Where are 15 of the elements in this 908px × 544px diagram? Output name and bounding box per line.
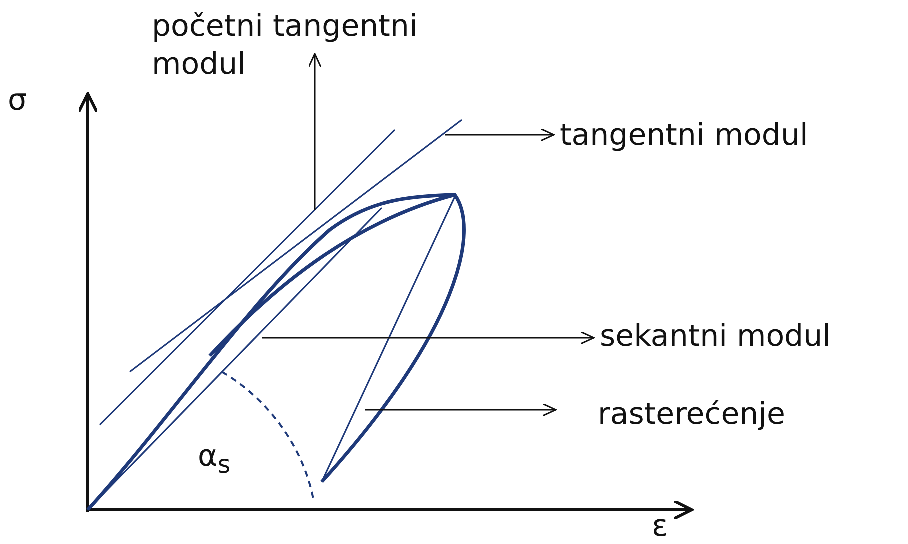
leader-arrow	[445, 128, 555, 142]
unloading-line	[321, 196, 456, 482]
annotation-label: početni tangentni modul	[152, 8, 482, 83]
leader-arrow	[308, 53, 322, 210]
initial-tangent-line	[99, 129, 396, 426]
axis-label: σ	[8, 82, 28, 120]
leader-arrow	[262, 331, 595, 345]
secant-line	[87, 207, 383, 511]
annotation-label: rasterećenje	[598, 396, 786, 434]
axis-label: ε	[652, 508, 668, 544]
annotation-label: tangentni modul	[560, 117, 808, 154]
annotation-label: sekantni modul	[600, 318, 831, 356]
tangent-line	[130, 119, 462, 373]
leader-arrow	[365, 403, 557, 417]
angle-label: α$_{s}$	[198, 438, 231, 480]
